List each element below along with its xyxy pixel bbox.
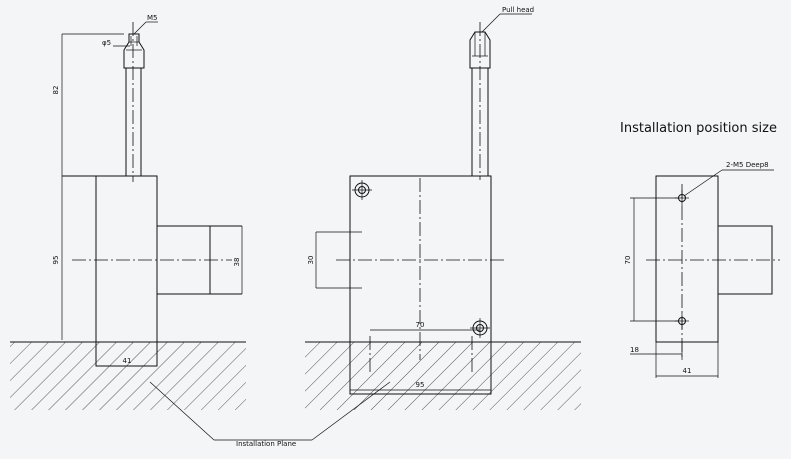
right-dim-41: 41 — [683, 367, 692, 375]
installation-plane-label: Installation Plane — [236, 440, 296, 448]
middle-mount-hole-top — [352, 180, 372, 200]
right-view-title: Installation position size — [620, 121, 777, 136]
left-ground-hatch — [10, 342, 246, 410]
middle-dim-70: 70 — [416, 321, 425, 329]
left-dim-95: 95 — [52, 256, 60, 265]
left-label-m5: M5 — [147, 14, 158, 22]
left-body — [95, 175, 158, 367]
left-label-phi5: φ5 — [102, 39, 111, 47]
left-cable-tube — [125, 67, 142, 177]
right-dim-70: 70 — [624, 256, 632, 265]
right-view: Installation position size 2-M5 Deep8 70… — [620, 121, 780, 378]
left-view: 82 95 38 41 M5 φ5 — [10, 14, 246, 410]
left-pull-head — [123, 33, 145, 69]
middle-dim-95: 95 — [416, 381, 425, 389]
middle-mount-hole-bottom — [470, 318, 490, 338]
right-label-holes: 2-M5 Deep8 — [726, 161, 769, 169]
middle-label-pull-head: Pull head — [502, 6, 534, 14]
left-dim-82: 82 — [52, 86, 60, 95]
left-dim-41: 41 — [123, 357, 132, 365]
left-dim-38: 38 — [233, 258, 241, 267]
middle-ground-hatch — [305, 342, 581, 410]
middle-dim-30: 30 — [307, 256, 315, 265]
installation-plane-callout: Installation Plane — [149, 381, 391, 448]
middle-view: Pull head 30 70 95 — [305, 6, 581, 410]
middle-body — [349, 175, 492, 395]
right-dim-18: 18 — [630, 346, 639, 354]
right-body — [655, 175, 719, 343]
